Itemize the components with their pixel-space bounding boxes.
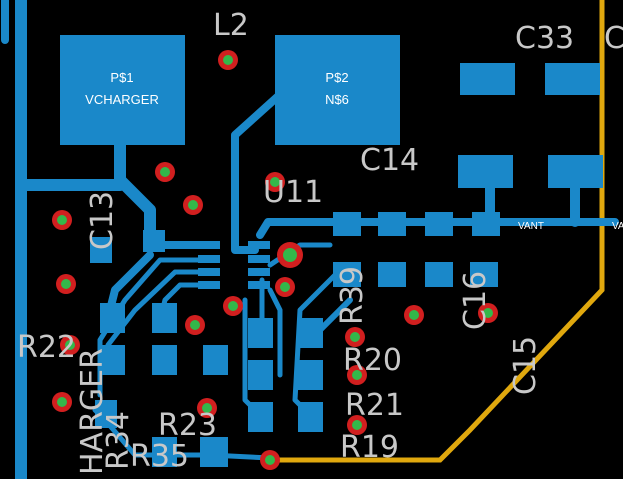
designator-l2: L2 — [213, 8, 249, 43]
vias — [52, 50, 498, 470]
designator-c-edge: C — [604, 21, 623, 56]
designator-r34: R34 — [101, 411, 136, 470]
pad-p1-name: P$1 — [110, 70, 133, 85]
pad-p2-net: N$6 — [325, 92, 349, 107]
designator-r39: R39 — [335, 266, 370, 325]
designator-c13: C13 — [85, 191, 120, 250]
net-label-vant-edge: VA — [612, 221, 623, 232]
designator-r21: R21 — [345, 388, 404, 423]
designator-labels: L2 C33 C C14 U11 C13 R39 C16 R22 R20 C15… — [17, 8, 623, 475]
designator-c15: C15 — [508, 336, 543, 395]
board-outline — [270, 0, 605, 463]
designator-r23: R23 — [158, 408, 217, 443]
designator-c14: C14 — [360, 143, 419, 178]
designator-c16: C16 — [458, 271, 493, 330]
copper-pads — [60, 35, 603, 467]
pad-p1-net: VCHARGER — [85, 92, 159, 107]
designator-charger: HARGER — [75, 348, 110, 475]
designator-r19: R19 — [340, 430, 399, 465]
designator-r22: R22 — [17, 330, 76, 365]
designator-c33: C33 — [515, 21, 574, 56]
pad-p2-name: P$2 — [325, 70, 348, 85]
net-label-vant: VANT — [518, 221, 544, 232]
designator-u11: U11 — [263, 175, 323, 210]
designator-r20: R20 — [343, 343, 402, 378]
designator-r35: R35 — [130, 439, 189, 474]
